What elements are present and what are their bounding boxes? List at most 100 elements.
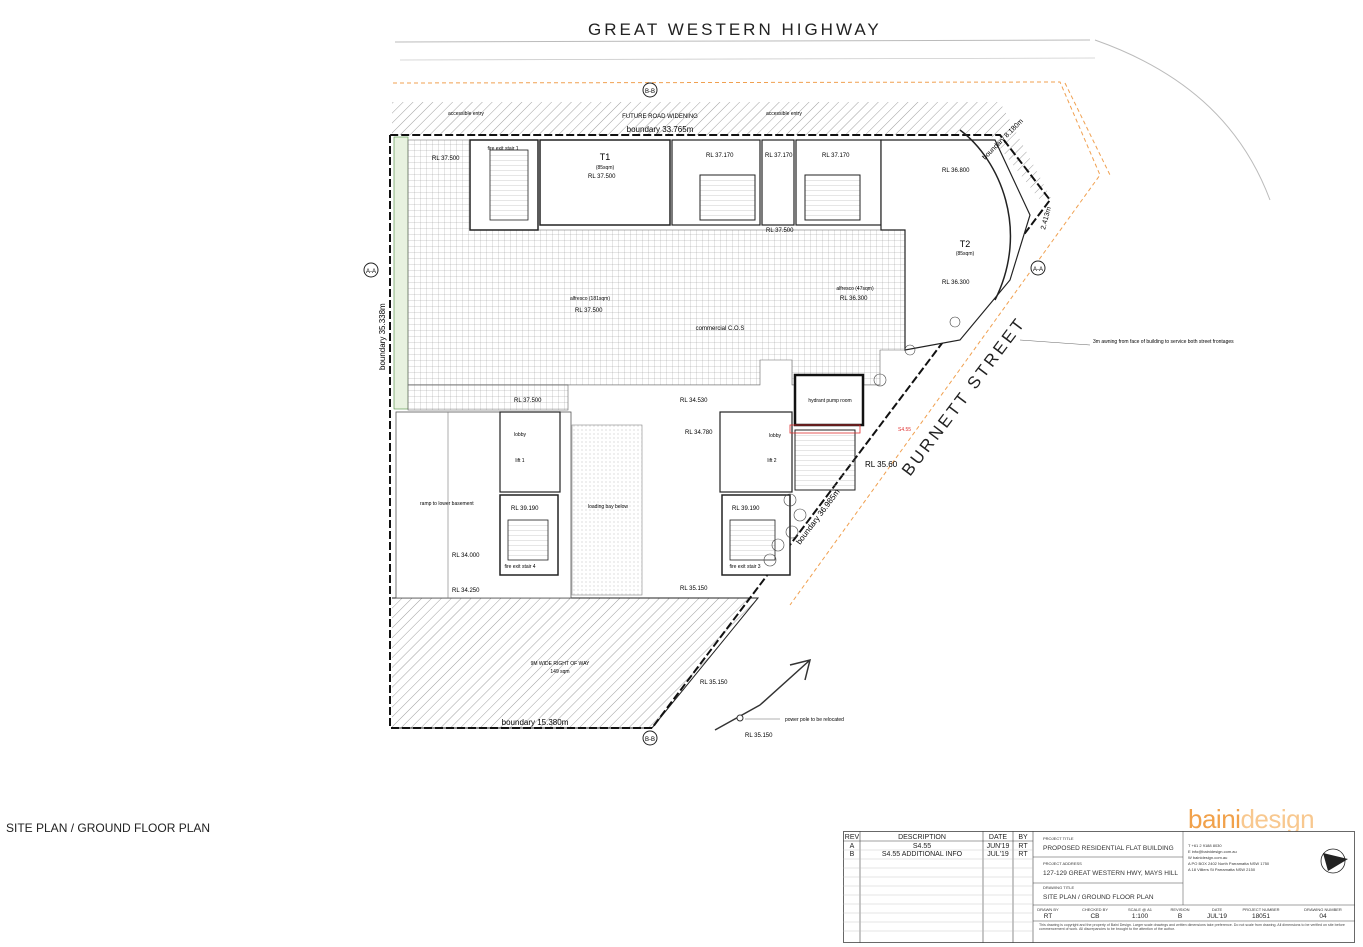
accessible-entry-2: accessible entry: [766, 111, 802, 117]
field-value: JUL'19: [1207, 913, 1227, 920]
right-of-way-area: 149 sqm: [550, 669, 569, 675]
rev-b-date: JUL'19: [987, 851, 1009, 858]
field-value: 1:100: [1132, 913, 1149, 920]
boundary-west: boundary 35.338m: [378, 303, 387, 370]
contact-line: A PO BOX 2402 North Parramatta NSW 1750: [1188, 861, 1270, 866]
lobby-2: lobby: [769, 433, 781, 439]
right-of-way: 9M WIDE RIGHT OF WAY: [531, 661, 590, 667]
level: RL 37.500: [432, 156, 460, 162]
rev-a-desc: S4.55: [913, 843, 931, 850]
level: RL 37.500: [514, 398, 542, 404]
title-block: REV DESCRIPTION DATE BY A S4.55 JUN'19 R…: [843, 831, 1355, 943]
level: RL 34.000: [452, 553, 480, 559]
level: RL 39.190: [732, 506, 760, 512]
svg-text:A-A: A-A: [1033, 267, 1043, 273]
boundary-east: boundary 36.985m: [794, 487, 842, 546]
project-address: 127-129 GREAT WESTERN HWY, MAYS HILL: [1043, 870, 1178, 877]
level: RL 37.500: [766, 228, 794, 234]
fire-stair-4: fire exit stair 4: [504, 564, 535, 570]
project-address-label: PROJECT ADDRESS: [1043, 861, 1082, 866]
level: RL 37.170: [765, 153, 793, 159]
svg-text:B-B: B-B: [645, 89, 655, 95]
svg-text:B-B: B-B: [645, 737, 655, 743]
project-title: PROPOSED RESIDENTIAL FLAT BUILDING: [1043, 845, 1174, 852]
desc-header: DESCRIPTION: [898, 834, 946, 841]
site-plan-drawing: B-B B-B A-A A-A boundary 33.765m boundar…: [363, 39, 1271, 746]
field-label: SCALE @ A1: [1128, 907, 1153, 912]
field-value: 18051: [1252, 913, 1270, 920]
north-point-icon: [1323, 853, 1348, 871]
rev-b: B: [850, 851, 855, 858]
tenancy-t1-area: (85sqm): [596, 165, 615, 171]
drawing-title-value: SITE PLAN / GROUND FLOOR PLAN: [1043, 894, 1154, 901]
commercial-cos: commercial C.O.S: [696, 326, 745, 332]
accessible-entry-1: accessible entry: [448, 111, 484, 117]
baini-design-logo: bainidesign: [1188, 804, 1315, 834]
contact-line: E info@bainidesign.com.au: [1188, 849, 1237, 854]
power-pole-note: power pole to be relocated: [785, 717, 844, 723]
s455-note: S4.55: [898, 427, 911, 433]
alfresco-1: alfresco (181sqm): [570, 296, 610, 302]
drawing-title-label: DRAWING TITLE: [1043, 885, 1074, 890]
section-marker-aa-right: A-A: [1030, 260, 1046, 276]
future-road-label: FUTURE ROAD WIDENING: [622, 114, 698, 120]
level: RL 34.250: [452, 588, 480, 594]
field-value: 04: [1319, 913, 1327, 920]
level: RL 37.170: [822, 153, 850, 159]
lift-2: lift 2: [767, 458, 776, 464]
level: RL 37.170: [706, 153, 734, 159]
fire-stair-1: fire exit stair 1: [487, 146, 518, 152]
contact-line: A 18 Villiers St Parramatta NSW 2150: [1188, 867, 1256, 872]
field-label: CHECKED BY: [1082, 907, 1108, 912]
svg-text:A-A: A-A: [366, 269, 376, 275]
level: RL 37.500: [588, 174, 616, 180]
tenancy-t1: T1: [600, 152, 611, 162]
field-label: REVISION: [1170, 907, 1189, 912]
hydrant-room: hydrant pump room: [808, 398, 851, 404]
rev-a-date: JUN'19: [987, 843, 1010, 850]
field-label: DRAWN BY: [1037, 907, 1059, 912]
contact-line: T +61 2 9188 8030: [1188, 843, 1222, 848]
field-label: DATE: [1212, 907, 1223, 912]
awning-note: 3m awning from face of building to servi…: [1093, 339, 1234, 345]
fire-stair-3: fire exit stair 3: [729, 564, 760, 570]
rev-header: REV: [845, 834, 860, 841]
copyright-note: This drawing is copyright and the proper…: [1039, 923, 1345, 931]
level: RL 36.800: [942, 168, 970, 174]
level: RL 39.190: [511, 506, 539, 512]
drawing-title: SITE PLAN / GROUND FLOOR PLAN: [6, 821, 211, 835]
rl-35-60: RL 35.60: [865, 460, 898, 469]
level: RL 37.500: [575, 308, 603, 314]
tenancy-t2-area: (85sqm): [956, 251, 975, 257]
highway-label: GREAT WESTERN HIGHWAY: [588, 20, 882, 39]
field-value: RT: [1044, 913, 1053, 920]
alfresco-2: alfresco (47sqm): [836, 286, 874, 292]
level: RL 35.150: [680, 586, 708, 592]
ramp-label: ramp to lower basement: [420, 501, 474, 507]
by-header: BY: [1018, 834, 1028, 841]
field-label: DRAWING NUMBER: [1304, 907, 1342, 912]
level: RL 34.780: [685, 430, 713, 436]
rev-a-by: RT: [1018, 843, 1028, 850]
boundary-north: boundary 33.765m: [627, 125, 694, 134]
section-marker-bb-bottom: B-B: [642, 730, 658, 746]
rev-b-desc: S4.55 ADDITIONAL INFO: [882, 851, 963, 858]
project-title-label: PROJECT TITLE: [1043, 836, 1074, 841]
level: RL 34.530: [680, 398, 708, 404]
section-marker-bb-top: B-B: [642, 82, 658, 98]
tenancy-t2: T2: [960, 239, 971, 249]
field-label: PROJECT NUMBER: [1242, 907, 1279, 912]
loading-bay: loading bay below: [588, 504, 628, 510]
rev-a: A: [850, 843, 855, 850]
level: RL 36.300: [942, 280, 970, 286]
level: RL 35.150: [700, 680, 728, 686]
level: RL 35.150: [745, 733, 773, 739]
field-value: CB: [1090, 913, 1099, 920]
section-marker-aa-left: A-A: [363, 262, 379, 278]
boundary-south: boundary 15.380m: [502, 718, 569, 727]
contact-line: W bainidesign.com.au: [1188, 855, 1227, 860]
field-value: B: [1178, 913, 1182, 920]
date-header: DATE: [989, 834, 1007, 841]
lift-1: lift 1: [515, 458, 524, 464]
lobby-1: lobby: [514, 432, 526, 438]
